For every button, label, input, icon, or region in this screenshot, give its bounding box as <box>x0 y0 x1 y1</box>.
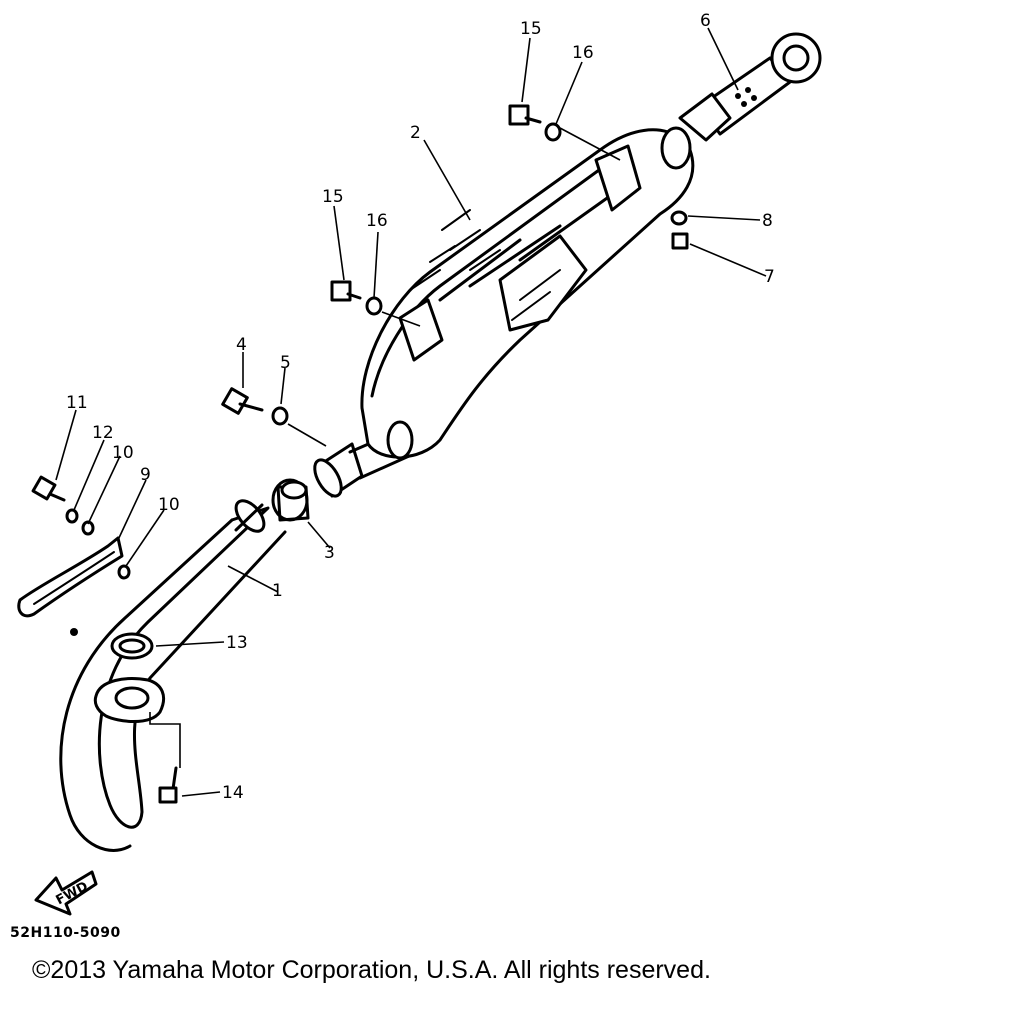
washer-16-lower <box>365 296 383 316</box>
label-9: 9 <box>140 465 151 485</box>
washer-10-upper <box>81 520 95 536</box>
washer-10-lower <box>117 564 131 580</box>
label-7: 7 <box>764 267 775 287</box>
tail-pipe <box>678 32 822 142</box>
bolt-15-lower <box>330 280 362 302</box>
washer-8 <box>670 210 688 226</box>
bolt-7 <box>671 232 689 250</box>
label-15-lower: 15 <box>322 187 344 207</box>
bolt-14 <box>158 766 178 804</box>
washer-16-upper <box>544 122 562 142</box>
label-16-lower: 16 <box>366 211 388 231</box>
gasket-13 <box>110 632 154 660</box>
label-13: 13 <box>226 633 248 653</box>
label-11: 11 <box>66 393 88 413</box>
heat-protector <box>17 536 124 618</box>
silencer <box>360 126 695 460</box>
washer-12 <box>65 508 79 524</box>
fwd-arrow-icon: FWD <box>34 870 98 916</box>
label-10-upper: 10 <box>112 443 134 463</box>
label-15-upper: 15 <box>520 19 542 39</box>
label-2: 2 <box>410 123 421 143</box>
label-1: 1 <box>272 581 283 601</box>
gasket <box>271 478 310 522</box>
figure-code: 52H110-5090 <box>10 925 121 941</box>
flange <box>93 677 165 723</box>
bolt-4 <box>221 387 264 415</box>
leaders <box>55 27 767 797</box>
label-8: 8 <box>762 211 773 231</box>
label-4: 4 <box>236 335 247 355</box>
label-5: 5 <box>280 353 291 373</box>
label-10-lower: 10 <box>158 495 180 515</box>
exhaust-pipe <box>59 499 287 852</box>
bolt-15-upper <box>508 104 542 126</box>
copyright-notice: ©2013 Yamaha Motor Corporation, U.S.A. A… <box>32 956 711 984</box>
bolt-11 <box>31 475 66 502</box>
part-labels: 1 2 3 4 5 6 7 8 9 10 10 11 12 13 14 15 1… <box>66 11 775 803</box>
label-6: 6 <box>700 11 711 31</box>
label-3: 3 <box>324 543 335 563</box>
washer-5 <box>271 406 289 426</box>
label-16-upper: 16 <box>572 43 594 63</box>
label-14: 14 <box>222 783 244 803</box>
label-12: 12 <box>92 423 114 443</box>
